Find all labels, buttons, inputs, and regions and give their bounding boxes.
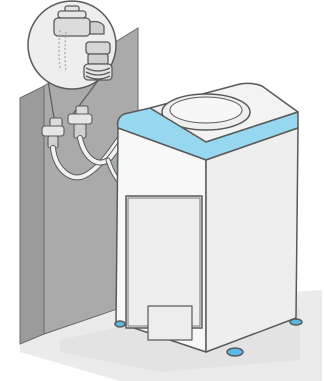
washing-machine — [115, 83, 302, 356]
machine-side — [206, 128, 298, 352]
foot-icon — [290, 319, 302, 325]
foot-icon — [227, 348, 243, 356]
wall-left-face — [20, 86, 44, 344]
pedestal — [148, 306, 192, 340]
foot-icon — [115, 321, 125, 327]
